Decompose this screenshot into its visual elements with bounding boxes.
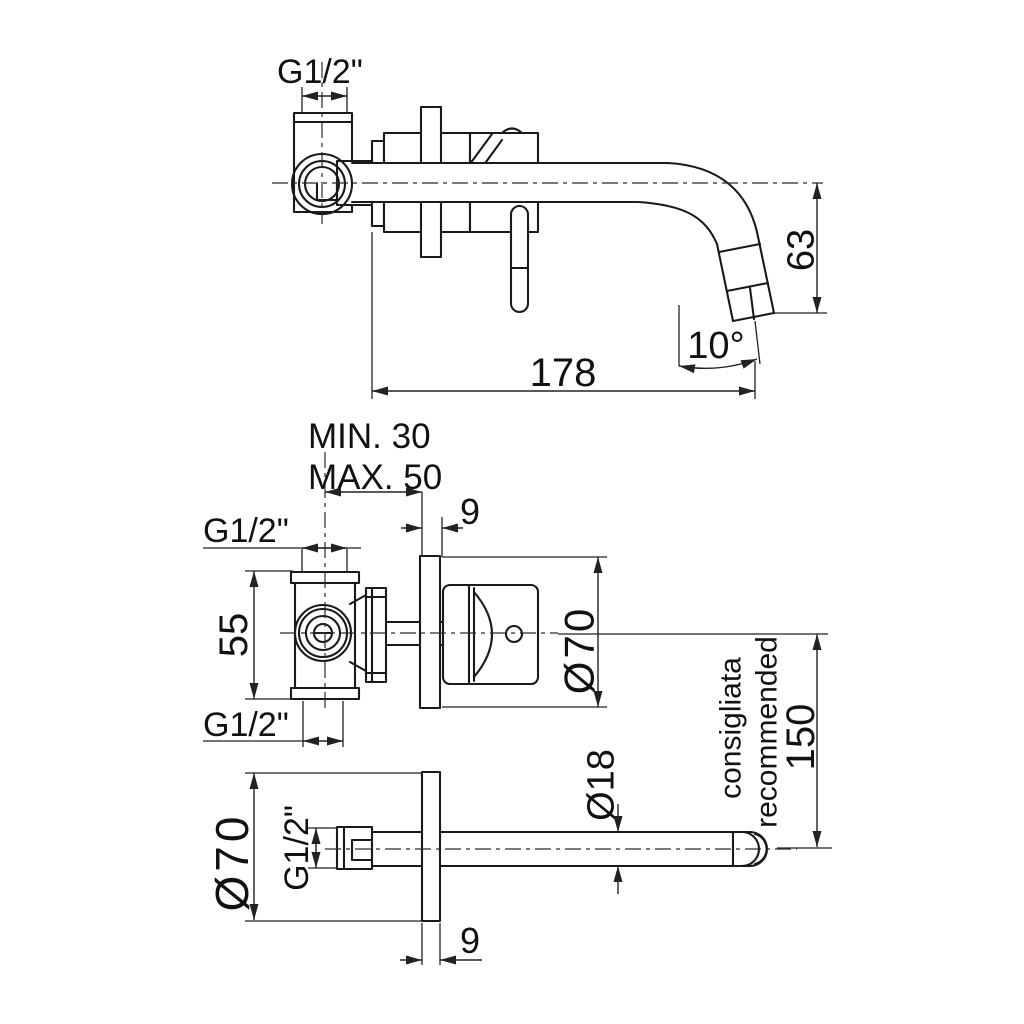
valve-thread-top-leader xyxy=(203,547,361,573)
valve-trim-dome-arc xyxy=(472,590,493,679)
side-angle-legs xyxy=(678,305,761,366)
valve-plate-thickness-label: 9 xyxy=(460,491,480,532)
valve-plate-dia-label: Ø70 xyxy=(556,606,603,694)
valve-chamfer-lines xyxy=(348,593,368,673)
valve-trim-sleeve xyxy=(441,583,540,686)
spout-tube-dia-label: Ø18 xyxy=(580,749,622,821)
side-valve-notch xyxy=(315,182,339,202)
valve-depth-max-label: MAX. 50 xyxy=(308,458,442,497)
valve-cartridge-sleeve xyxy=(364,586,388,684)
distance-extension-lines xyxy=(558,633,832,849)
side-angle-label: 10° xyxy=(687,325,744,367)
spout-plate-dia-label: Ø70 xyxy=(206,813,258,912)
valve-thread-bottom-label: G1/2" xyxy=(203,706,289,744)
valve-height-label: 55 xyxy=(212,613,256,658)
spout-thickness-extension-lines xyxy=(421,923,441,965)
side-view: G1/2" 63 10° 178 xyxy=(272,53,827,399)
side-hub-pin-dome xyxy=(500,127,524,135)
side-drop-label: 63 xyxy=(780,229,822,271)
side-spout-inner-edge xyxy=(350,200,735,323)
spout-plate-dia-extension-lines xyxy=(245,772,421,922)
side-spout-aerator-lines xyxy=(717,242,770,321)
spout-plate-thickness-label: 9 xyxy=(460,920,480,961)
note-english-label: recommended xyxy=(751,636,784,828)
side-angle-arc xyxy=(678,358,758,374)
valve-wall-plate xyxy=(418,554,442,710)
spout-fitting-lines xyxy=(342,825,374,871)
valve-trim-rim-lines xyxy=(467,583,476,686)
side-spout-fill xyxy=(352,163,774,321)
spout-view: Ø70 G1/2" Ø18 9 xyxy=(206,749,797,965)
valve-depth-min-label: MIN. 30 xyxy=(308,417,431,456)
distance-label: 150 xyxy=(779,704,823,771)
spout-thread-fitting xyxy=(335,825,374,871)
valve-plate-dia-extension-lines xyxy=(442,556,607,708)
valve-cartridge-lines xyxy=(364,586,388,684)
side-thread-label: G1/2" xyxy=(277,53,363,91)
valve-view: MIN. 30 MAX. 50 9 G1/2" 55 G1/2" Ø70 con… xyxy=(203,417,832,849)
spout-wall-plate xyxy=(420,770,442,923)
side-reach-label: 178 xyxy=(530,351,597,395)
valve-trim-screw-hole xyxy=(504,624,524,644)
side-spout-outer-edge xyxy=(350,161,776,315)
valve-thread-top-label: G1/2" xyxy=(203,512,289,550)
note-italian-label: consigliata xyxy=(715,657,748,799)
spout-thread-label: G1/2" xyxy=(278,805,316,891)
side-lever-handle xyxy=(509,204,530,314)
side-reach-extension-lines xyxy=(371,232,756,399)
